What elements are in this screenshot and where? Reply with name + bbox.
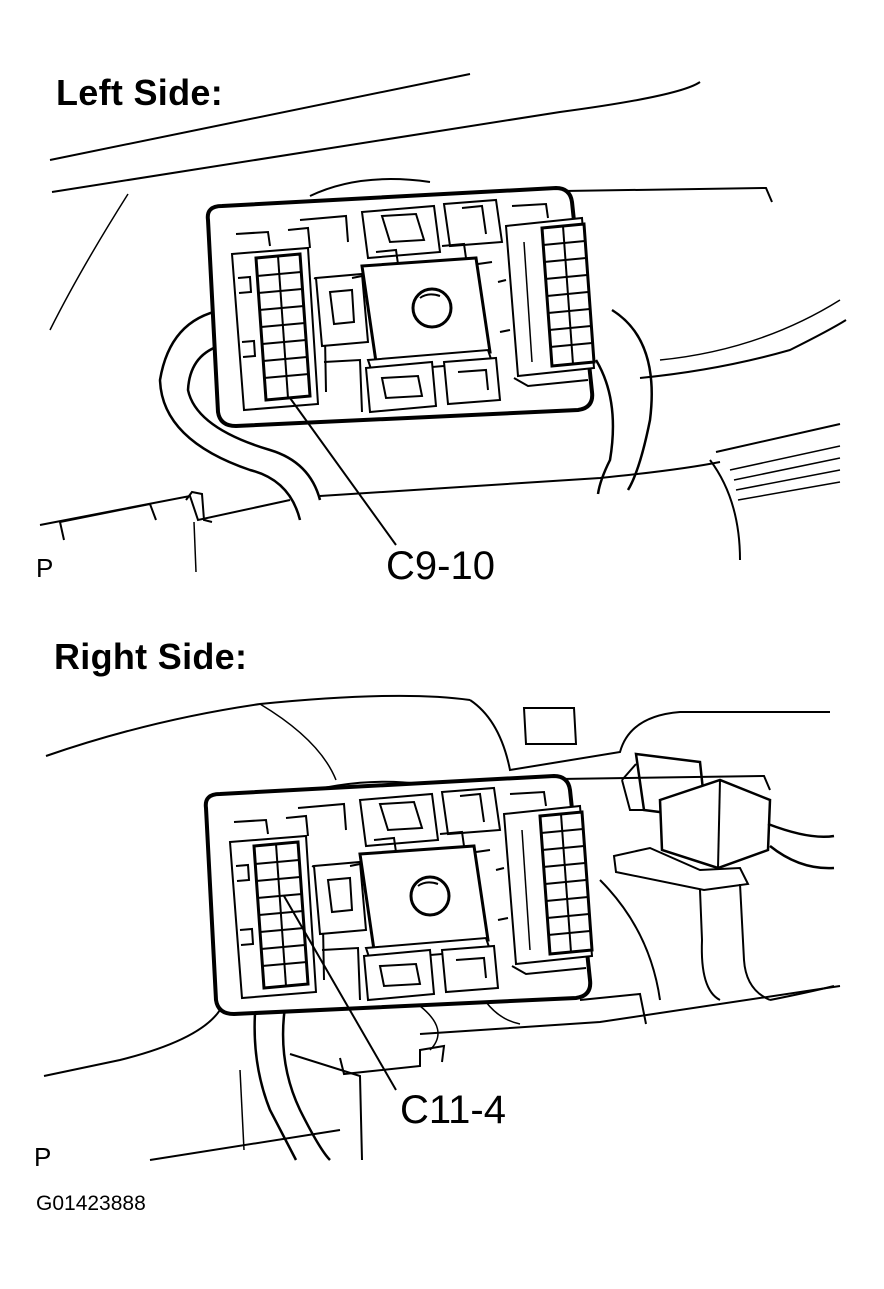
right-side-illustration — [43, 694, 841, 1161]
figure-id: G01423888 — [36, 1192, 146, 1215]
left-side-heading: Left Side: — [56, 72, 224, 113]
left-side-illustration — [39, 73, 847, 573]
right-side-heading: Right Side: — [54, 636, 248, 677]
right-view-mark: P — [34, 1142, 52, 1172]
left-view-mark: P — [36, 553, 54, 583]
callout-leader-c11-4 — [283, 895, 397, 1091]
connector-callout-c9-10: C9-10 — [386, 544, 495, 588]
callout-leader-c9-10 — [289, 397, 397, 546]
connector-callout-c11-4: C11-4 — [400, 1088, 506, 1132]
